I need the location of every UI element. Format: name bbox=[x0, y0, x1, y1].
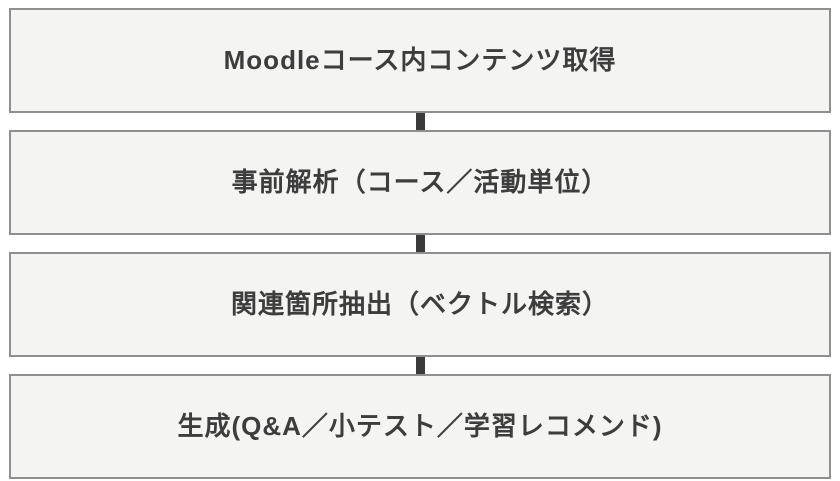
flowchart: Moodleコース内コンテンツ取得 事前解析（コース／活動単位） 関連箇所抽出（… bbox=[9, 8, 831, 479]
flow-step-vector-search: 関連箇所抽出（ベクトル検索） bbox=[9, 252, 831, 357]
connector-line bbox=[415, 357, 425, 374]
connector-line bbox=[415, 235, 425, 252]
flow-step-generation: 生成(Q&A／小テスト／学習レコメンド) bbox=[9, 374, 831, 479]
flow-step-pre-analysis: 事前解析（コース／活動単位） bbox=[9, 130, 831, 235]
flow-step-label: 生成(Q&A／小テスト／学習レコメンド) bbox=[177, 410, 663, 441]
flow-step-label: 事前解析（コース／活動単位） bbox=[231, 166, 609, 197]
flow-step-moodle-content-fetch: Moodleコース内コンテンツ取得 bbox=[9, 8, 831, 113]
flow-step-label: Moodleコース内コンテンツ取得 bbox=[223, 44, 617, 75]
connector-line bbox=[415, 113, 425, 130]
flow-step-label: 関連箇所抽出（ベクトル検索） bbox=[230, 288, 609, 319]
